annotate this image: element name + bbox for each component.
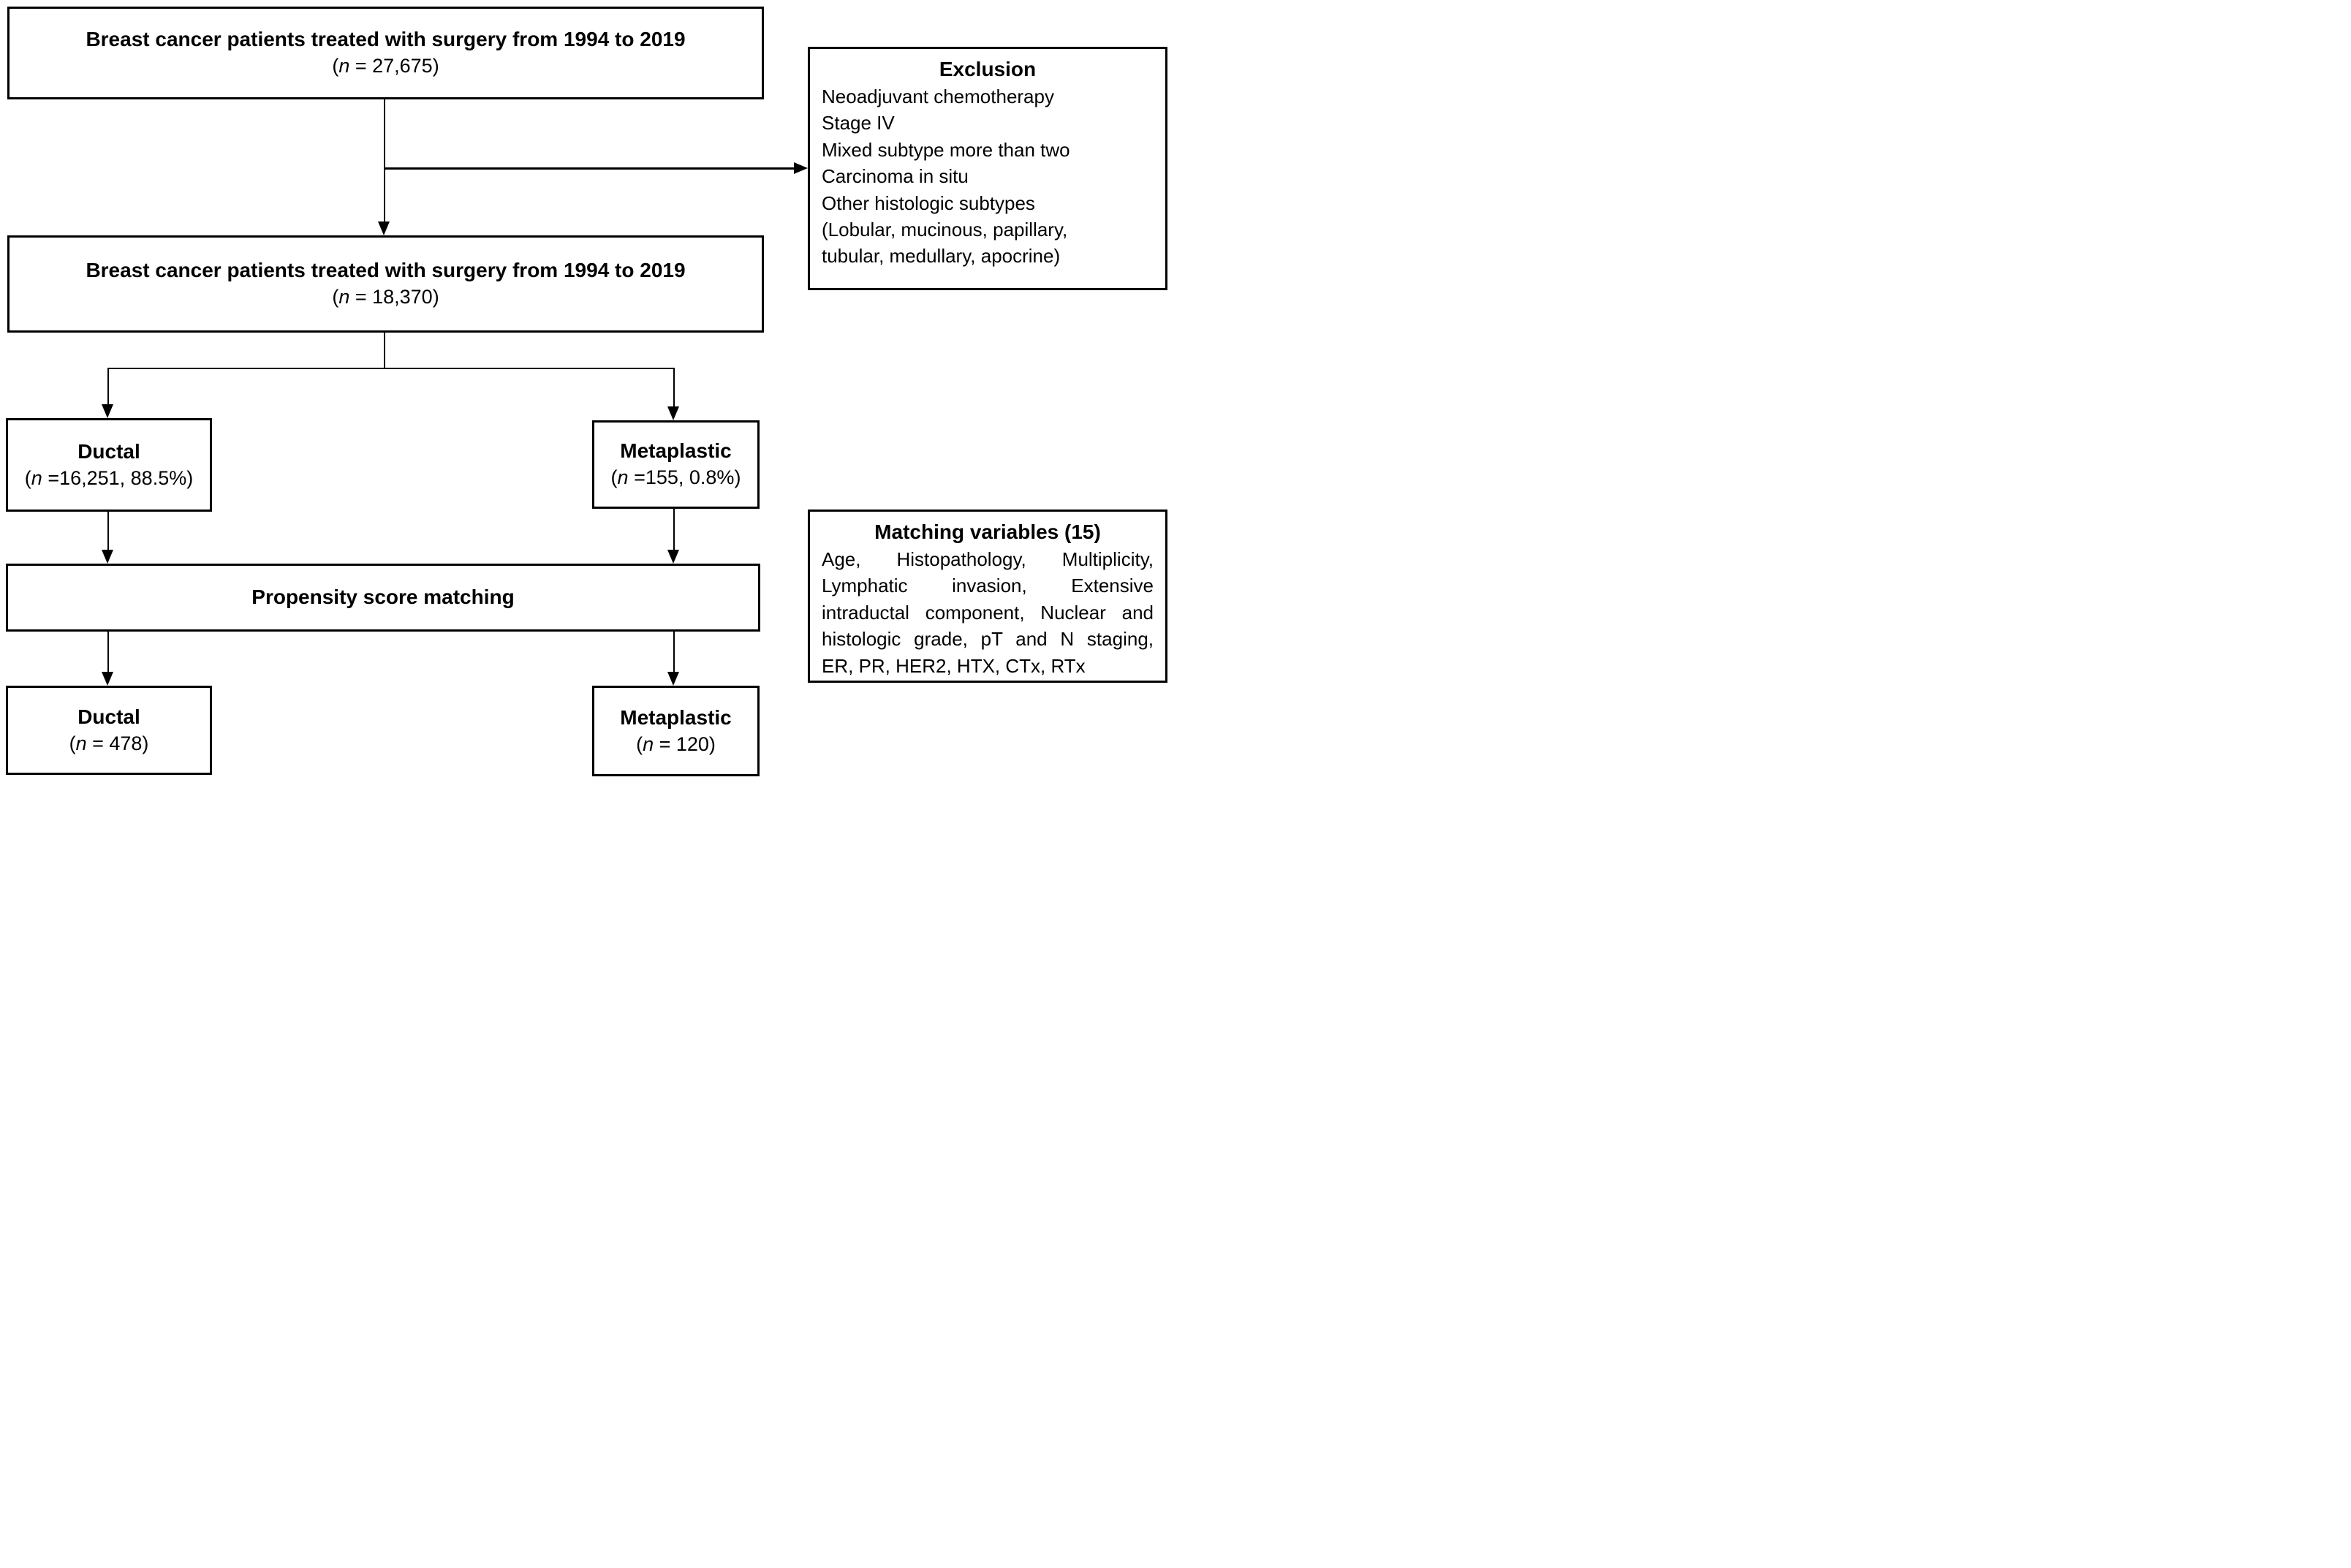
connector-filtered-to-split xyxy=(384,333,385,369)
metaplastic-unmatched-title: Metaplastic xyxy=(620,439,732,463)
cohort-initial-count: (n = 27,675) xyxy=(332,55,439,77)
metaplastic-unmatched-count: (n =155, 0.8%) xyxy=(610,466,741,489)
exclusion-line: Mixed subtype more than two xyxy=(822,138,1070,161)
box-psm: Propensity score matching xyxy=(6,564,760,632)
connector-split-to-metaplastic xyxy=(673,368,675,407)
exclusion-line: Carcinoma in situ xyxy=(822,165,969,188)
matching-variables-line: ER, PR, HER2, HTX, CTx, RTx xyxy=(822,654,1086,677)
box-matching-variables: Matching variables (15) Age, Histopathol… xyxy=(808,510,1167,683)
arrowhead-metaplastic-to-psm xyxy=(667,550,679,564)
arrowhead-psm-to-metaplastic-matched xyxy=(667,672,679,686)
ductal-unmatched-count: (n =16,251, 88.5%) xyxy=(24,466,194,489)
box-cohort-initial: Breast cancer patients treated with surg… xyxy=(7,7,764,99)
matching-variables-line: Age, Histopathology, Multiplicity, xyxy=(822,548,1154,570)
arrowhead-ductal-to-psm xyxy=(102,550,113,564)
ductal-unmatched-title: Ductal xyxy=(77,439,140,463)
arrowhead-initial-to-filtered xyxy=(378,221,390,235)
matching-variables-line: Lymphatic invasion, Extensive xyxy=(822,575,1154,597)
cohort-filtered-count: (n = 18,370) xyxy=(332,286,439,308)
box-metaplastic-matched: Metaplastic (n = 120) xyxy=(592,686,760,776)
psm-title: Propensity score matching xyxy=(251,586,515,609)
matching-variables-title: Matching variables (15) xyxy=(874,520,1101,543)
cohort-initial-title: Breast cancer patients treated with surg… xyxy=(86,28,686,51)
connector-initial-to-filtered xyxy=(384,99,385,224)
cohort-filtered-title: Breast cancer patients treated with surg… xyxy=(86,259,686,282)
arrowhead-psm-to-ductal-matched xyxy=(102,672,113,686)
exclusion-line: tubular, medullary, apocrine) xyxy=(822,245,1061,268)
connector-metaplastic-to-psm xyxy=(673,509,675,550)
box-metaplastic-unmatched: Metaplastic (n =155, 0.8%) xyxy=(592,420,760,509)
metaplastic-matched-count: (n = 120) xyxy=(636,732,716,755)
ductal-matched-count: (n = 478) xyxy=(69,732,149,754)
flow-diagram: Breast cancer patients treated with surg… xyxy=(0,0,1176,784)
matching-variables-line: intraductal component, Nuclear and xyxy=(822,601,1154,624)
connector-psm-to-ductal-matched xyxy=(107,632,109,673)
connector-to-exclusion xyxy=(385,167,795,170)
exclusion-line: Stage IV xyxy=(822,112,895,135)
arrowhead-split-to-ductal xyxy=(102,404,113,418)
connector-psm-to-metaplastic-matched xyxy=(673,632,675,673)
ductal-matched-title: Ductal xyxy=(77,705,140,728)
connector-ductal-to-psm xyxy=(107,512,109,550)
exclusion-title: Exclusion xyxy=(939,58,1037,80)
exclusion-line: Neoadjuvant chemotherapy xyxy=(822,85,1054,107)
box-cohort-filtered: Breast cancer patients treated with surg… xyxy=(7,235,764,333)
arrowhead-to-exclusion xyxy=(794,162,808,174)
exclusion-line: Other histologic subtypes xyxy=(822,192,1035,214)
connector-split-horizontal xyxy=(107,368,675,369)
metaplastic-matched-title: Metaplastic xyxy=(620,705,732,729)
connector-split-to-ductal xyxy=(107,368,109,405)
arrowhead-split-to-metaplastic xyxy=(667,406,679,420)
box-ductal-matched: Ductal (n = 478) xyxy=(6,686,212,775)
exclusion-line: (Lobular, mucinous, papillary, xyxy=(822,218,1068,240)
box-exclusion: Exclusion Neoadjuvant chemotherapy Stage… xyxy=(808,47,1167,290)
matching-variables-line: histologic grade, pT and N staging, xyxy=(822,628,1154,651)
box-ductal-unmatched: Ductal (n =16,251, 88.5%) xyxy=(6,418,212,512)
